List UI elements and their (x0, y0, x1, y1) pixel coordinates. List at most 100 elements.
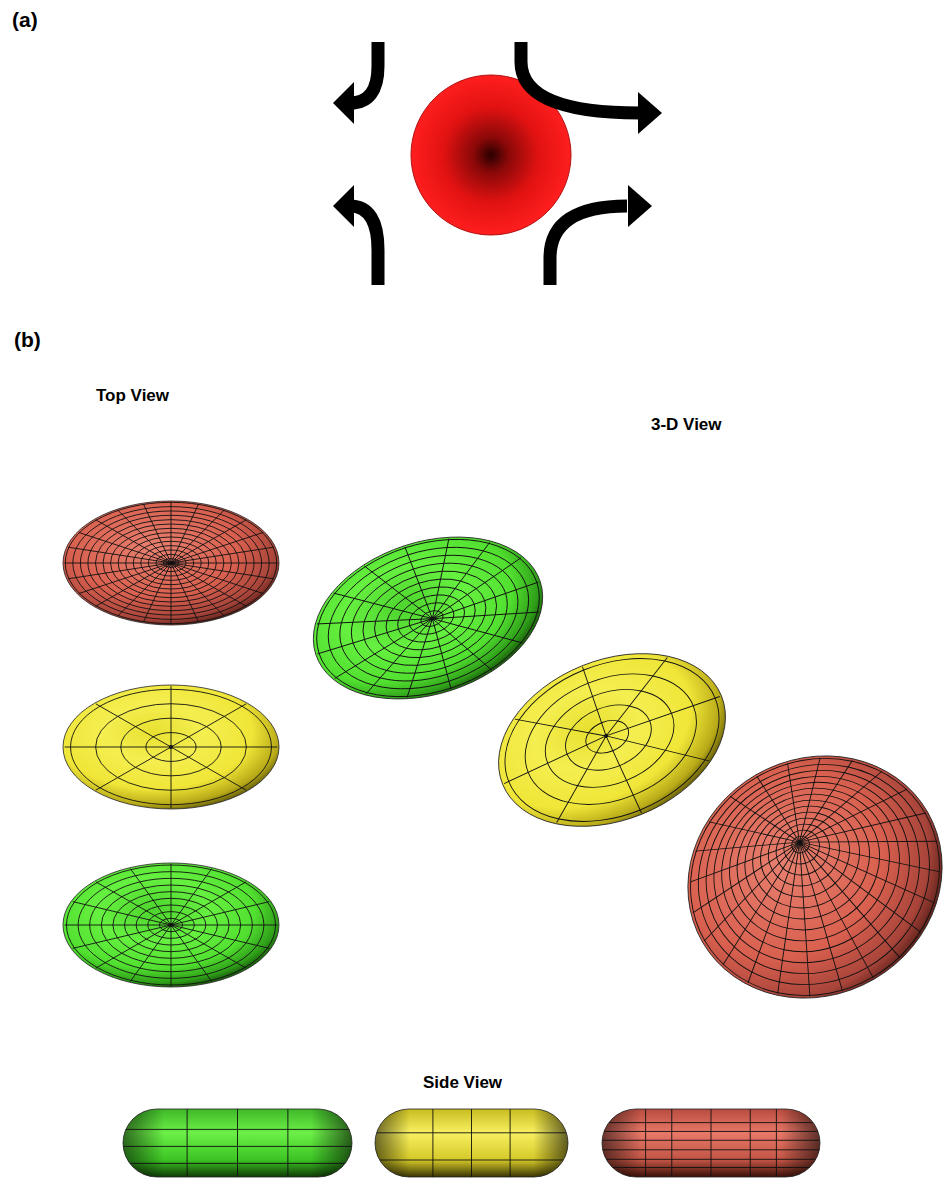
side-shade (602, 1109, 820, 1177)
mesh-spoke (68, 563, 171, 579)
mesh-spoke (502, 736, 608, 784)
mesh-spoke (171, 563, 172, 624)
mesh-spoke (685, 842, 818, 941)
mesh-spoke (171, 563, 277, 564)
mesh-spoke (799, 782, 937, 901)
arrow-shaft (350, 42, 378, 103)
mesh-spoke (789, 771, 892, 842)
mesh-spoke (730, 778, 799, 861)
mesh-spoke (96, 882, 171, 925)
cell-mesh (292, 509, 563, 726)
mesh-line (432, 1109, 433, 1177)
mesh-spoke (515, 690, 606, 765)
mesh-spoke (410, 538, 470, 618)
arrow-heads (333, 82, 662, 227)
mesh-spoke (587, 658, 686, 736)
side-view-models (123, 1109, 820, 1177)
mesh-spoke (171, 747, 246, 790)
mesh-spoke (415, 542, 506, 618)
cell-mesh (63, 863, 279, 987)
mesh-spoke (171, 563, 274, 579)
cell-mesh (63, 501, 279, 625)
mesh-spoke (171, 504, 199, 563)
mesh-spoke (130, 869, 171, 925)
mesh-spoke (690, 825, 800, 900)
side-shade (375, 1109, 568, 1177)
mesh-pole (169, 745, 173, 749)
mesh-ring (556, 693, 661, 782)
mesh-spoke (799, 812, 920, 962)
mesh-spoke (171, 704, 246, 747)
mesh-spoke (432, 606, 491, 682)
mesh-spoke (405, 546, 433, 620)
mesh-spoke (96, 520, 171, 563)
mesh-ring (723, 778, 891, 942)
side-cell (123, 1109, 352, 1177)
mesh-spoke (700, 842, 848, 983)
mesh-spoke (171, 563, 246, 606)
mesh-spoke (171, 925, 172, 986)
mesh-spoke (767, 842, 874, 991)
mesh-ring (712, 769, 904, 956)
mesh-spoke (68, 547, 171, 563)
cell-body (63, 863, 279, 987)
mesh-line (287, 1109, 288, 1177)
mesh-spoke (777, 761, 874, 843)
mesh-ring (669, 732, 951, 1013)
mesh-line (750, 1109, 751, 1177)
side-cell (602, 1109, 820, 1177)
mesh-spoke (171, 864, 172, 925)
mesh-pole (603, 733, 608, 738)
mesh-ring (531, 671, 689, 805)
cell-mesh (63, 685, 279, 809)
mesh-spoke (799, 780, 925, 875)
mesh-spoke (65, 563, 171, 564)
mesh-spoke (317, 590, 432, 654)
mesh-line (645, 1109, 646, 1177)
mesh-spoke (350, 619, 448, 694)
mesh-line (237, 1109, 238, 1177)
side-outline (375, 1109, 568, 1177)
mesh-ring (310, 523, 547, 713)
side-body (602, 1109, 820, 1177)
mesh-line (187, 1109, 188, 1177)
mesh-spoke (73, 925, 171, 948)
mesh-spoke (171, 532, 263, 563)
mesh-spoke (709, 788, 799, 876)
mesh-ring (691, 750, 931, 984)
mesh-spoke (606, 704, 709, 794)
mesh-ring (658, 723, 951, 1027)
side-shade (123, 1109, 352, 1177)
mesh-spoke (606, 734, 641, 814)
mesh-spoke (171, 686, 172, 747)
mesh-spoke (171, 563, 224, 616)
mesh-spoke (799, 782, 907, 849)
mesh-spoke (171, 925, 212, 981)
side-body (123, 1109, 352, 1177)
panel-letter: (a) (12, 8, 38, 32)
mesh-spoke (386, 619, 453, 698)
mesh-spoke (96, 925, 171, 968)
mesh-spoke (171, 925, 246, 968)
mesh-spoke (171, 563, 199, 622)
mesh-spoke (762, 763, 824, 842)
mesh-spoke (429, 619, 455, 690)
mesh-spoke (118, 510, 171, 563)
mesh-spoke (171, 902, 269, 925)
arrow-shaft (350, 206, 378, 285)
mesh-ring (65, 502, 276, 623)
mesh-spoke (534, 736, 630, 823)
mesh-line (711, 1109, 712, 1177)
mesh-spoke (799, 799, 934, 946)
mesh-spoke (799, 828, 899, 973)
mesh-pole (169, 923, 173, 927)
mesh-spoke (317, 617, 432, 656)
side-outline (123, 1109, 352, 1177)
side-outline (602, 1109, 820, 1177)
mesh-spoke (796, 842, 877, 978)
mesh-spoke (432, 587, 539, 644)
mesh-ring (481, 628, 744, 851)
arrow-head (333, 185, 354, 227)
